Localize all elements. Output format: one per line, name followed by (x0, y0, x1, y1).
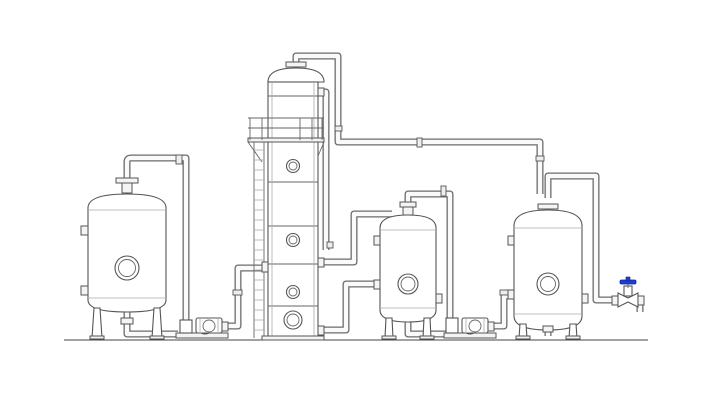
manhole-icon (285, 284, 301, 300)
tank-middle[interactable] (373, 201, 443, 340)
manhole-icon (285, 158, 301, 174)
globe-valve[interactable] (611, 276, 645, 308)
pump-2[interactable] (443, 317, 497, 339)
tank-right[interactable] (507, 203, 589, 340)
column-tower[interactable] (247, 61, 325, 341)
platform-railing (247, 117, 325, 163)
handwheel-icon[interactable] (619, 276, 637, 285)
pump-1[interactable] (175, 317, 229, 339)
tank-left[interactable] (80, 177, 167, 340)
ladder (253, 142, 265, 338)
manhole-icon (285, 232, 301, 248)
